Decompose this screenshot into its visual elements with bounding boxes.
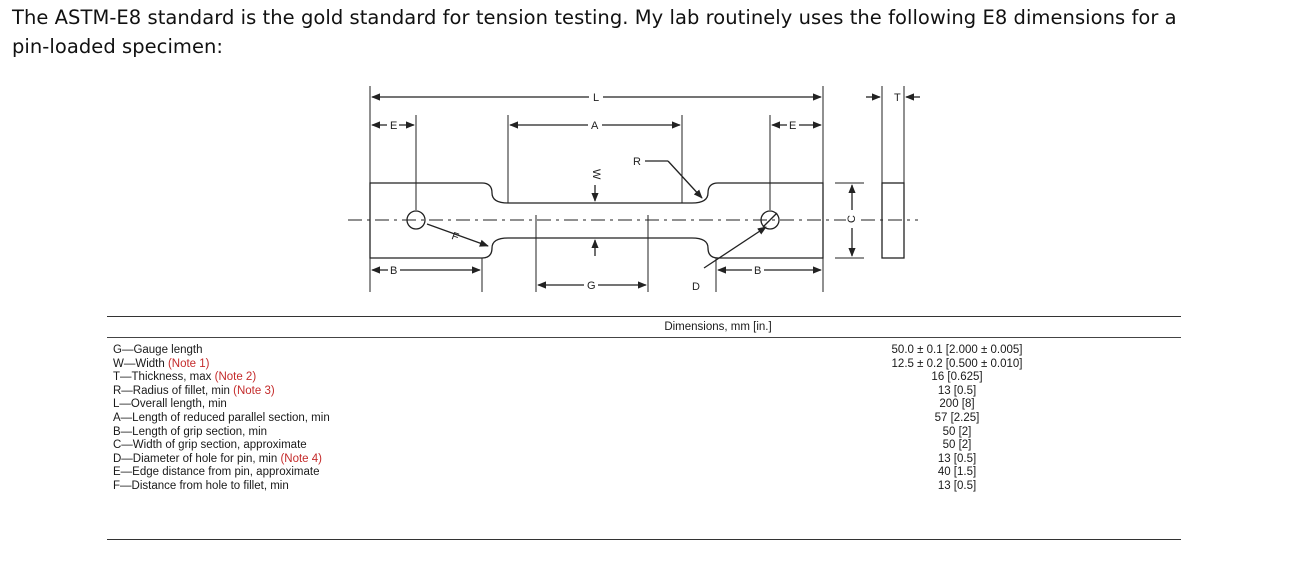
dimension-name: C—Width of grip section, approximate: [113, 439, 307, 452]
label-E-right: E: [789, 120, 796, 132]
dimension-label: B—Length of grip section, min: [113, 426, 267, 440]
dimension-label: W—Width (Note 1): [113, 358, 210, 372]
dimension-value: 50 [2]: [942, 425, 972, 438]
table-row: G—Gauge length 50.0 ± 0.1 [2.000 ± 0.005]: [107, 344, 1181, 358]
dimension-label: T—Thickness, max (Note 2): [113, 371, 256, 385]
dimension-value: 12.5 ± 0.2 [0.500 ± 0.010]: [891, 357, 1023, 370]
pin-hole-left: [406, 210, 426, 230]
dimension-label: E—Edge distance from pin, approximate: [113, 466, 319, 480]
table-row: C—Width of grip section, approximate 50 […: [107, 439, 1181, 453]
specimen-drawing: L E A E T W R F C B G D B: [348, 86, 920, 293]
table-header: Dimensions, mm [in.]: [664, 321, 772, 333]
dimension-note: (Note 3): [233, 384, 275, 397]
label-W: W: [590, 169, 602, 180]
pin-hole-right: [760, 210, 780, 230]
table-row: W—Width (Note 1) 12.5 ± 0.2 [0.500 ± 0.01…: [107, 358, 1181, 372]
dim-D: [703, 226, 767, 269]
label-D: D: [692, 281, 700, 293]
dimension-name: A—Length of reduced parallel section, mi…: [113, 411, 330, 424]
table-row: F—Distance from hole to fillet, min 13 [0…: [107, 480, 1181, 494]
table-rule-header: [107, 337, 1181, 338]
label-B-right: B: [754, 265, 761, 277]
table-row: L—Overall length, min 200 [8]: [107, 398, 1181, 412]
dimension-label: L—Overall length, min: [113, 398, 227, 412]
dimension-label: A—Length of reduced parallel section, mi…: [113, 412, 330, 426]
dimension-name: B—Length of grip section, min: [113, 425, 268, 438]
label-A: A: [591, 120, 599, 132]
label-C: C: [846, 215, 858, 223]
dimension-label: G—Gauge length: [113, 344, 203, 358]
dimension-name: W—Width: [113, 357, 168, 370]
dimension-name: R—Radius of fillet, min: [113, 384, 234, 397]
label-E-left: E: [390, 120, 397, 132]
dimension-name: T—Thickness, max: [113, 371, 215, 384]
intro-text: The ASTM-E8 standard is the gold standar…: [12, 3, 1287, 61]
label-T: T: [894, 92, 901, 104]
dimension-value: 57 [2.25]: [934, 411, 980, 424]
dimension-value: 13 [0.5]: [937, 479, 977, 492]
dimension-value: 200 [8]: [939, 398, 975, 411]
dimension-value: 40 [1.5]: [937, 466, 977, 479]
dimension-note: (Note 1): [167, 357, 210, 370]
label-G: G: [587, 280, 596, 292]
dimension-value: 50.0 ± 0.1 [2.000 ± 0.005]: [891, 344, 1023, 356]
table-row: R—Radius of fillet, min (Note 3) 13 [0.5]: [107, 385, 1181, 399]
dimension-label: F—Distance from hole to fillet, min: [113, 480, 289, 494]
label-B-left: B: [390, 265, 397, 277]
table-row: T—Thickness, max (Note 2) 16 [0.625]: [107, 371, 1181, 385]
dimension-name: L—Overall length, min: [113, 398, 227, 411]
dimension-note: (Note 2): [214, 371, 257, 384]
intro-line-2: pin-loaded specimen:: [12, 35, 224, 58]
dimension-value: 50 [2]: [942, 439, 972, 452]
table-row: A—Length of reduced parallel section, mi…: [107, 412, 1181, 426]
table-row: E—Edge distance from pin, approximate 40 …: [107, 466, 1181, 480]
dimension-name: G—Gauge length: [113, 344, 203, 356]
table-rule-top: [107, 316, 1181, 317]
dimension-value: 16 [0.625]: [931, 371, 983, 384]
dimension-label: D—Diameter of hole for pin, min (Note 4): [113, 453, 322, 467]
dimension-name: F—Distance from hole to fillet, min: [113, 479, 289, 492]
dimension-label: C—Width of grip section, approximate: [113, 439, 307, 453]
table-rows: G—Gauge length 50.0 ± 0.1 [2.000 ± 0.005]…: [107, 344, 1181, 494]
label-F: F: [450, 230, 461, 244]
intro-line-1: The ASTM-E8 standard is the gold standar…: [12, 6, 1177, 29]
dimension-name: E—Edge distance from pin, approximate: [113, 466, 320, 479]
table-rule-bottom: [107, 539, 1181, 540]
specimen-drawing-svg: L E A E T W R F C B G D B: [348, 86, 920, 293]
table-row: B—Length of grip section, min 50 [2]: [107, 426, 1181, 440]
dimension-value: 13 [0.5]: [937, 384, 977, 397]
dimension-label: R—Radius of fillet, min (Note 3): [113, 385, 275, 399]
dimension-value: 13 [0.5]: [937, 452, 977, 465]
table-row: D—Diameter of hole for pin, min (Note 4)…: [107, 453, 1181, 467]
dim-F: [426, 223, 489, 247]
dimension-note: (Note 4): [280, 452, 322, 465]
dimension-name: D—Diameter of hole for pin, min: [113, 452, 281, 465]
label-R: R: [633, 156, 641, 168]
label-L: L: [593, 92, 599, 104]
